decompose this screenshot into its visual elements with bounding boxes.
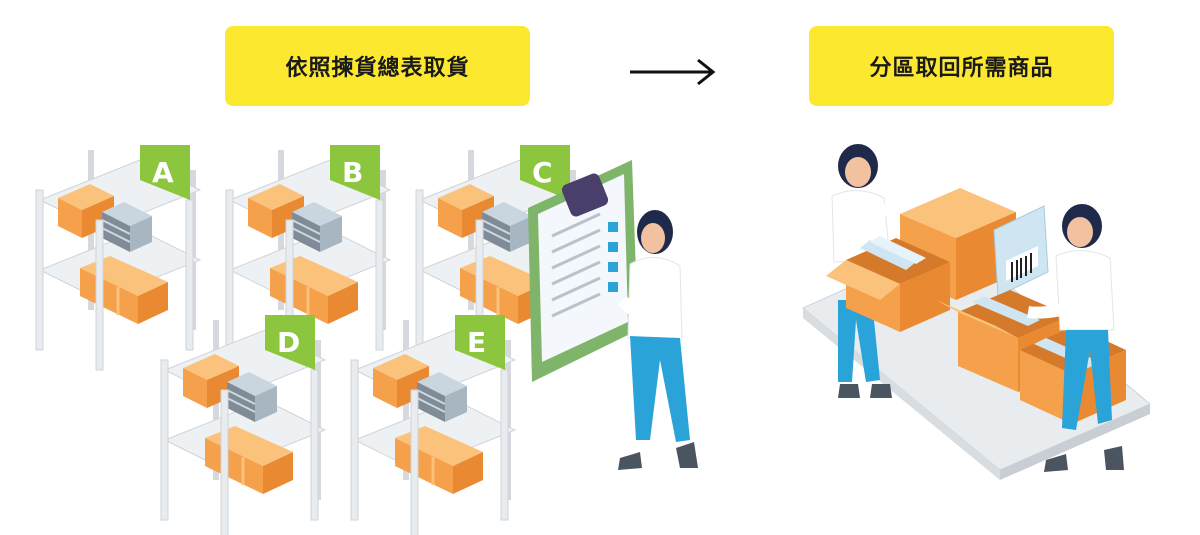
shelf-letter-D: D xyxy=(277,326,300,359)
arrow-right-icon xyxy=(630,60,713,84)
shelf-letter-A: A xyxy=(152,156,174,189)
shelf-A: A xyxy=(36,145,200,370)
shelf-letter-E: E xyxy=(467,326,486,359)
shelf-letter-B: B xyxy=(342,156,363,189)
shelf-letter-C: C xyxy=(532,156,553,189)
